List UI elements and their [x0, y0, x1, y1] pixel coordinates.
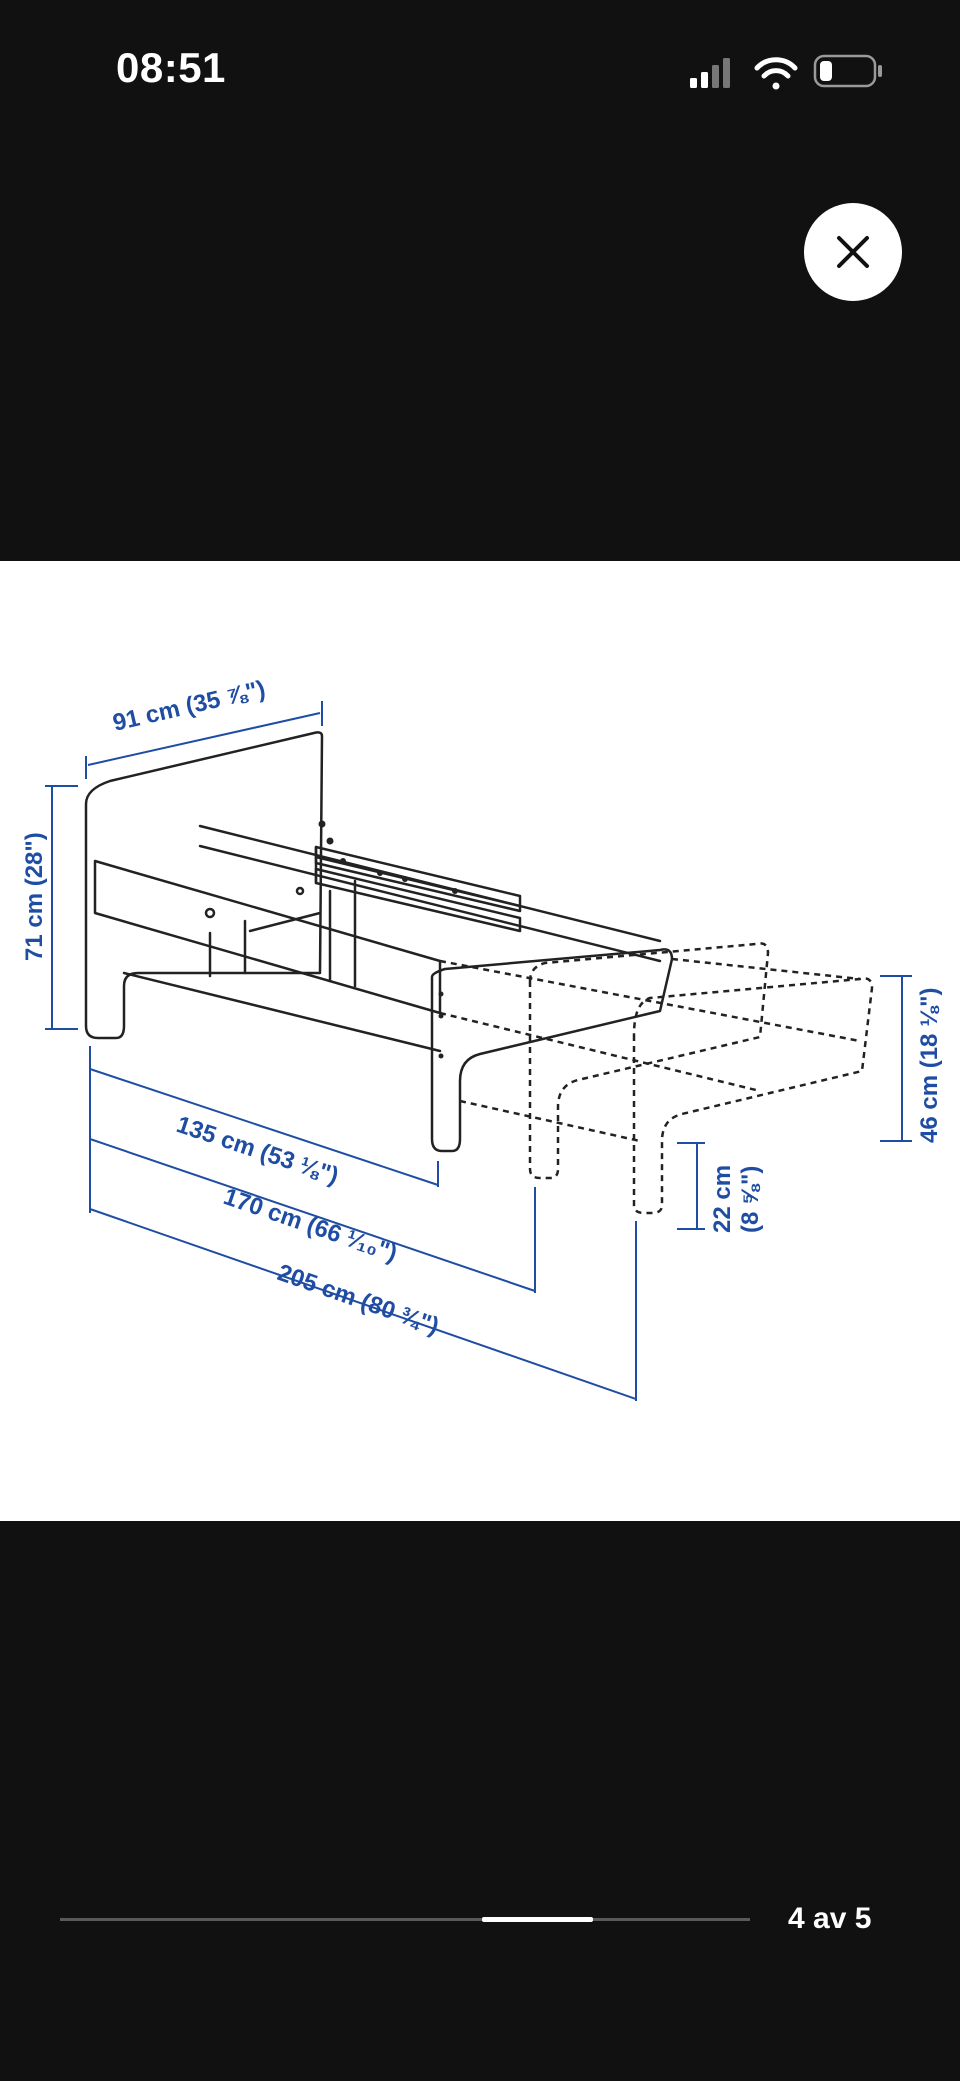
- progress-indicator: [482, 1917, 593, 1922]
- cellular-signal-icon: [690, 58, 730, 88]
- close-button[interactable]: [804, 203, 902, 301]
- dimension-labels: 91 cm (35 ⅞") 71 cm (28") 135 cm (53 ⅛")…: [21, 676, 943, 1341]
- extended-positions: [439, 942, 874, 1215]
- bed-drawing: [84, 731, 674, 1153]
- length-max-label: 205 cm (80 ¾"): [274, 1259, 442, 1340]
- status-time: 08:51: [116, 44, 226, 91]
- product-image[interactable]: 91 cm (35 ⅞") 71 cm (28") 135 cm (53 ⅛")…: [0, 561, 960, 1521]
- length-mid-label: 170 cm (66 ¹⁄₁₀"): [220, 1183, 401, 1267]
- clearance-in-label: (8 ⅝"): [737, 1166, 764, 1233]
- status-icons: [690, 54, 882, 90]
- image-progress-bar[interactable]: [60, 1917, 750, 1922]
- length-min-label: 135 cm (53 ⅛"): [173, 1111, 342, 1190]
- close-icon: [837, 236, 869, 268]
- dimension-lines: [45, 701, 912, 1401]
- width-label: 91 cm (35 ⅞"): [110, 676, 268, 737]
- bed-height-label: 46 cm (18 ⅛"): [916, 988, 943, 1143]
- clearance-cm-label: 22 cm: [709, 1165, 736, 1233]
- status-bar: 08:51: [0, 0, 960, 140]
- page-counter: 4 av 5: [788, 1902, 872, 1935]
- battery-icon: [813, 54, 882, 88]
- height-label: 71 cm (28"): [21, 832, 48, 961]
- wifi-icon: [754, 57, 798, 90]
- bed-dimension-diagram: 91 cm (35 ⅞") 71 cm (28") 135 cm (53 ⅛")…: [21, 676, 943, 1401]
